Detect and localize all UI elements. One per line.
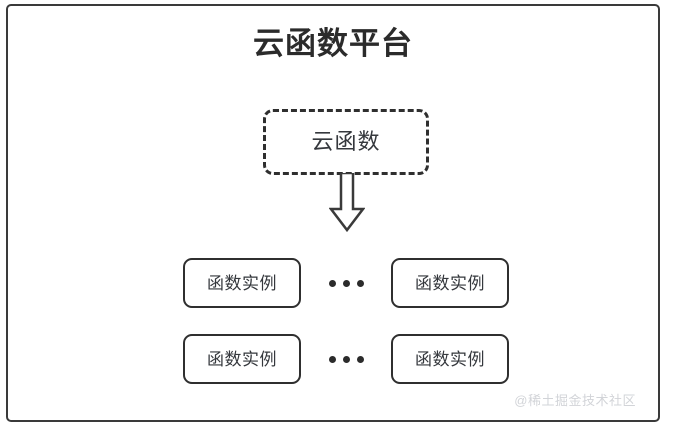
down-arrow-icon (329, 173, 365, 233)
function-instance-label: 函数实例 (415, 349, 485, 369)
cloud-function-label: 云函数 (311, 129, 381, 154)
platform-container: 云函数平台 云函数 函数实例 函数实例 函数实例 (6, 4, 660, 422)
ellipsis-dot (342, 279, 350, 287)
ellipsis-dot (342, 355, 350, 363)
ellipsis-dot (328, 279, 336, 287)
instance-row: 函数实例 函数实例 (183, 258, 509, 308)
function-instance-label: 函数实例 (207, 349, 277, 369)
function-instance-label: 函数实例 (207, 273, 277, 293)
function-instance-box[interactable]: 函数实例 (391, 334, 509, 384)
function-instance-box[interactable]: 函数实例 (391, 258, 509, 308)
watermark: @稀土掘金技术社区 (514, 393, 636, 408)
ellipsis-dot (328, 355, 336, 363)
instance-row: 函数实例 函数实例 (183, 334, 509, 384)
function-instance-box[interactable]: 函数实例 (183, 258, 301, 308)
ellipsis-icon (316, 258, 376, 308)
function-instance-box[interactable]: 函数实例 (183, 334, 301, 384)
ellipsis-dot (356, 279, 364, 287)
cloud-function-node[interactable]: 云函数 (263, 109, 429, 175)
page-title: 云函数平台 (253, 26, 413, 61)
ellipsis-dot (356, 355, 364, 363)
function-instance-label: 函数实例 (415, 273, 485, 293)
ellipsis-icon (316, 334, 376, 384)
